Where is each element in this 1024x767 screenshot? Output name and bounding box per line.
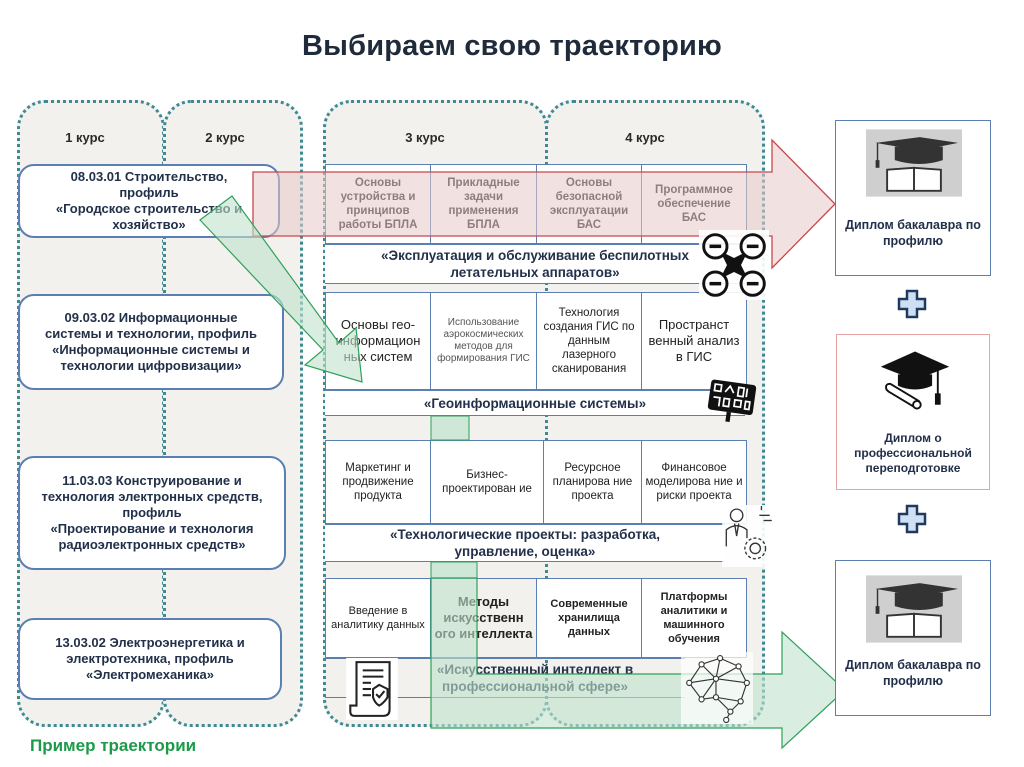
course-cell: Методы искусственн ого интеллекта: [430, 578, 537, 658]
course-cell: Основы гео-информацион ных систем: [325, 292, 431, 390]
program-profile: «Информационные системы и технологии циф…: [52, 342, 250, 373]
track-title-projects: «Технологические проекты: разработка, уп…: [325, 524, 725, 562]
page-title: Выбираем свою траекторию: [302, 30, 722, 62]
program-code: 13.03.02 Электроэнергетика и: [55, 635, 245, 650]
drone-icon: [699, 230, 769, 300]
plus-icon: [897, 504, 927, 534]
program-code: 11.03.03 Конструирование и: [62, 473, 242, 488]
year-label-1: 1 курс: [65, 130, 105, 145]
result-bachelor-diploma-2: Диплом бакалавра по профилю: [835, 560, 991, 716]
engineer-gear-icon: [722, 505, 774, 567]
program-profile: «Электромеханика»: [85, 667, 214, 682]
course-cell: Ресурсное планирова ние проекта: [543, 440, 642, 524]
course-cell: Основы устройства и принципов работы БПЛ…: [325, 164, 431, 244]
program-profile: «Проектирование и технология радиоэлектр…: [50, 521, 254, 552]
track-title-uav: «Эксплуатация и обслуживание беспилотных…: [325, 244, 745, 284]
program-box-construction[interactable]: 08.03.01 Строительство,профиль«Городское…: [18, 164, 280, 238]
course-cell: Современные хранилища данных: [536, 578, 642, 658]
year-label-3: 3 курс: [405, 130, 445, 145]
graduation-book-icon: [866, 575, 962, 643]
program-profile: «Городское строительство и хозяйство»: [55, 201, 243, 232]
gis-sign-icon: [707, 379, 757, 423]
result-bachelor-diploma-1: Диплом бакалавра по профилю: [835, 120, 991, 276]
course-cell: Пространст венный анализ в ГИС: [641, 292, 747, 390]
neural-brain-icon: [681, 652, 753, 724]
year-label-2: 2 курс: [205, 130, 245, 145]
graduation-book-icon: [866, 129, 962, 197]
course-cell: Технология создания ГИС по данным лазерн…: [536, 292, 642, 390]
course-cell: Маркетинг и продвижение продукта: [325, 440, 431, 524]
footer-caption: Пример траектории: [30, 736, 197, 755]
program-code: 08.03.01 Строительство,: [70, 169, 228, 184]
program-code: 09.03.02 Информационные: [64, 310, 238, 325]
course-cell: Платформы аналитики и машинного обучения: [641, 578, 747, 658]
course-cell: Бизнес-проектирован ие: [430, 440, 544, 524]
graduation-diploma-icon: [880, 351, 950, 410]
certificate-document-icon: [346, 658, 398, 720]
result-retraining-diploma: Диплом о профессиональной переподготовке: [836, 334, 990, 490]
result-label: Диплом бакалавра по профилю: [845, 218, 981, 248]
course-cell: Прикладные задачи применения БПЛА: [430, 164, 537, 244]
course-cell: Введение в аналитику данных: [325, 578, 431, 658]
track-title-gis: «Геоинформационные системы»: [325, 390, 745, 416]
result-label: Диплом о профессиональной переподготовке: [854, 431, 972, 475]
plus-icon: [897, 289, 927, 319]
course-cell: Использование аэрокосмических методов дл…: [430, 292, 537, 390]
year-label-4: 4 курс: [625, 130, 665, 145]
result-label: Диплом бакалавра по профилю: [845, 658, 981, 688]
course-cell: Основы безопасной эксплуатации БАС: [536, 164, 642, 244]
